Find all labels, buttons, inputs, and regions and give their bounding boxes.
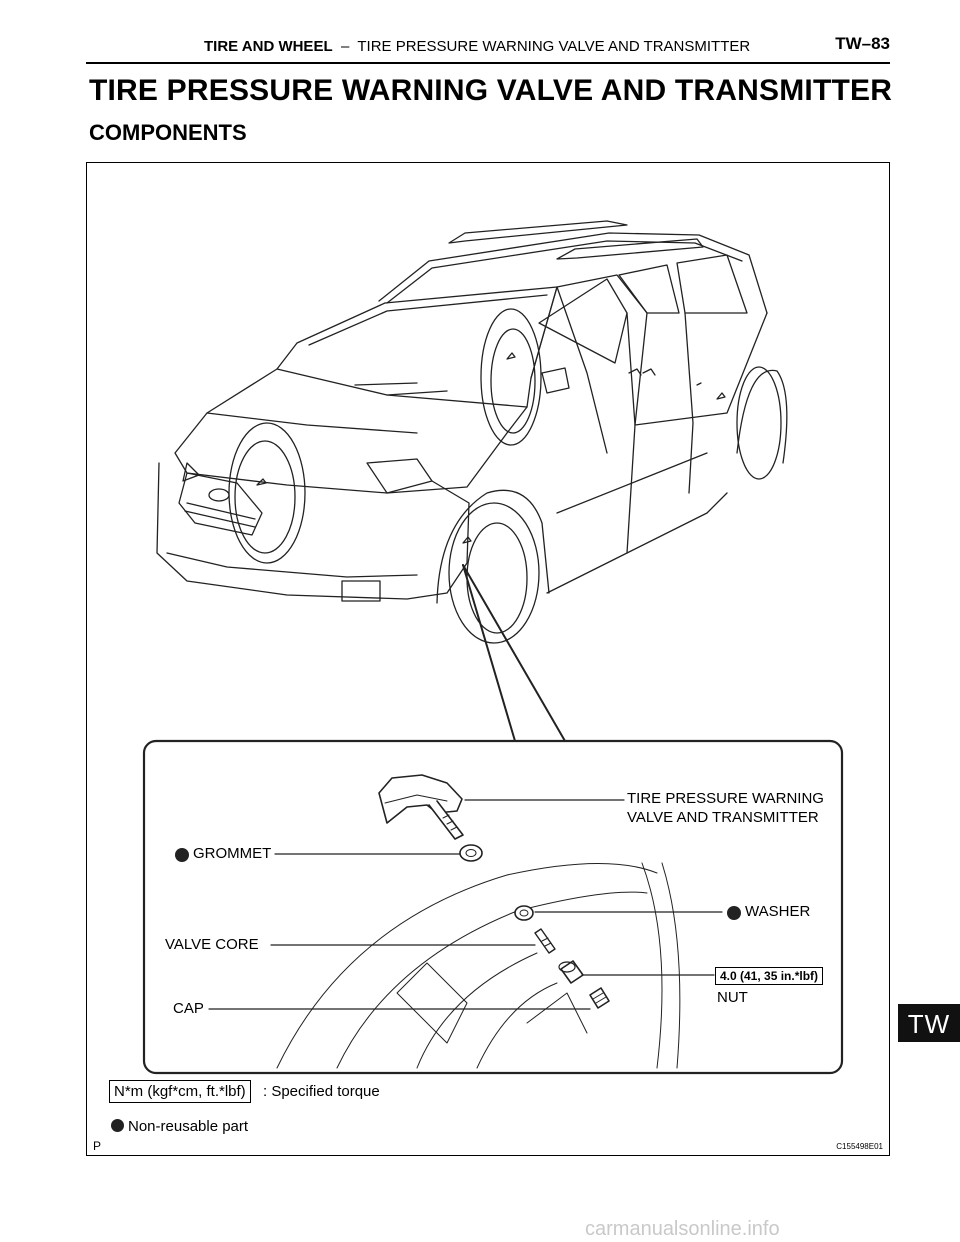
page-number: TW–83 [835, 34, 890, 53]
label-transmitter-line2: VALVE AND TRANSMITTER [627, 809, 819, 826]
page-title: TIRE PRESSURE WARNING VALVE AND TRANSMIT… [89, 74, 893, 107]
torque-spec: 4.0 (41, 35 in.*lbf) [715, 967, 824, 985]
header-subsection: TIRE PRESSURE WARNING VALVE AND TRANSMIT… [357, 38, 751, 55]
label-cap: CAP [173, 1000, 204, 1017]
header-separator: – [340, 38, 350, 55]
label-grommet: GROMMET [193, 845, 272, 862]
legend-torque-box: N*m (kgf*cm, ft.*lbf) [109, 1080, 251, 1103]
label-washer: WASHER [745, 903, 811, 920]
nonreusable-dot-icon [111, 1119, 124, 1132]
label-nut: NUT [717, 989, 748, 1006]
figure-code: C155498E01 [836, 1142, 883, 1151]
components-illustration [142, 220, 844, 1075]
page-header: TIRE AND WHEEL – TIRE PRESSURE WARNING V… [86, 34, 890, 64]
detail-panel [142, 739, 844, 1075]
header-section-name: TIRE AND WHEEL [204, 38, 333, 55]
watermark: carmanualsonline.info [585, 1218, 780, 1240]
legend-nonreusable: Non-reusable part [111, 1118, 248, 1135]
header-section: TIRE AND WHEEL – TIRE PRESSURE WARNING V… [204, 38, 750, 55]
label-transmitter-line1: TIRE PRESSURE WARNING [627, 790, 824, 807]
section-title: COMPONENTS [89, 120, 247, 145]
components-figure: TIRE PRESSURE WARNING VALVE AND TRANSMIT… [86, 162, 890, 1156]
legend-nonreusable-text: Non-reusable part [128, 1118, 249, 1135]
figure-corner-letter: P [93, 1139, 102, 1153]
label-valve-core: VALVE CORE [165, 936, 259, 953]
van-illustration [156, 220, 788, 644]
section-tab: TW [898, 1004, 960, 1042]
legend-torque-text: : Specified torque [263, 1083, 380, 1100]
